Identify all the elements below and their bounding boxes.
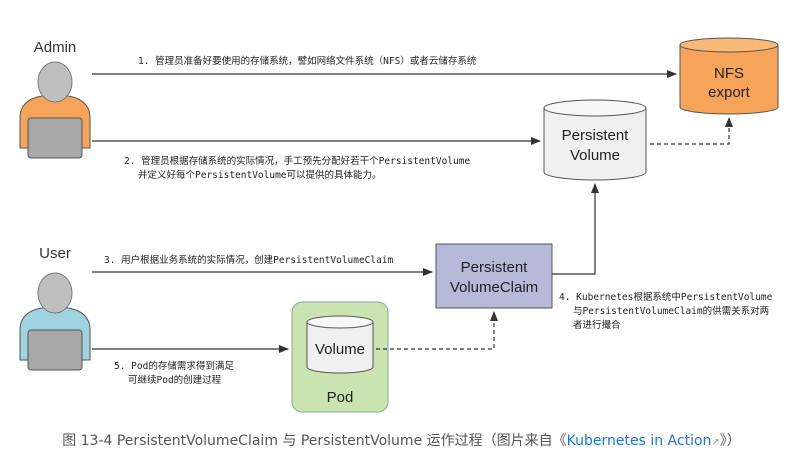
user-label: User [39, 245, 71, 262]
volume-cylinder: Volume [306, 315, 374, 374]
pv-label-line1: Persistent [562, 127, 630, 144]
admin-head [37, 61, 73, 103]
admin-figure: Admin [19, 39, 91, 159]
external-link-icon: ↗ [711, 437, 720, 448]
step5-text-line2: 可继续Pod的创建过程 [128, 374, 222, 386]
caption-book-link[interactable]: Kubernetes in Action [566, 433, 712, 449]
user-laptop-icon [27, 329, 83, 371]
step2-text-line2: 并定义好每个PersistentVolume可以提供的具体能力。 [138, 169, 382, 181]
volume-label: Volume [315, 341, 365, 358]
nfs-label-line1: NFS [714, 65, 744, 82]
step4-text-line3: 者进行撮合 [573, 319, 621, 331]
step3-text: 3. 用户根据业务系统的实际情况，创建PersistentVolumeClaim [104, 254, 394, 266]
admin-laptop-icon [27, 117, 83, 159]
step1-text: 1. 管理员准备好要使用的存储系统，譬如网络文件系统（NFS）或者云储存系统 [138, 55, 477, 67]
step2-text-line1: 2. 管理员根据存储系统的实际情况，手工预先分配好若干个PersistentVo… [124, 155, 470, 167]
pod-box: Pod Volume [291, 301, 389, 413]
step4-text-line1: 4. Kubernetes根据系统中PersistentVolume [559, 291, 773, 303]
persistent-volume-cylinder: Persistent Volume [543, 99, 647, 181]
arrow-pvc-to-pv [552, 183, 599, 275]
pod-label: Pod [327, 389, 354, 406]
admin-label: Admin [34, 39, 77, 56]
caption-suffix: 》） [719, 433, 741, 449]
persistent-volume-claim-box: Persistent VolumeClaim [435, 243, 553, 309]
figure-caption: 图 13-4 PersistentVolumeClaim 与 Persisten… [0, 430, 803, 450]
pvc-label-line1: Persistent [461, 259, 529, 276]
pv-pvc-diagram: Admin User NFS export Persistent Volume … [19, 37, 779, 413]
user-head [37, 272, 73, 314]
arrow-pv-to-nfs [650, 117, 733, 145]
pvc-label-line2: VolumeClaim [450, 279, 538, 296]
caption-prefix: 图 13-4 PersistentVolumeClaim 与 Persisten… [62, 433, 567, 449]
step5-text-line1: 5. Pod的存储需求得到满足 [114, 360, 234, 372]
arrow-volume-to-pvc [376, 311, 498, 350]
pv-label-line2: Volume [570, 147, 620, 164]
user-figure: User [19, 245, 91, 371]
step4-text-line2: 与PersistentVolumeClaim的供需关系对两 [573, 305, 769, 317]
nfs-label-line2: export [708, 84, 751, 101]
nfs-export-cylinder: NFS export [679, 37, 779, 115]
